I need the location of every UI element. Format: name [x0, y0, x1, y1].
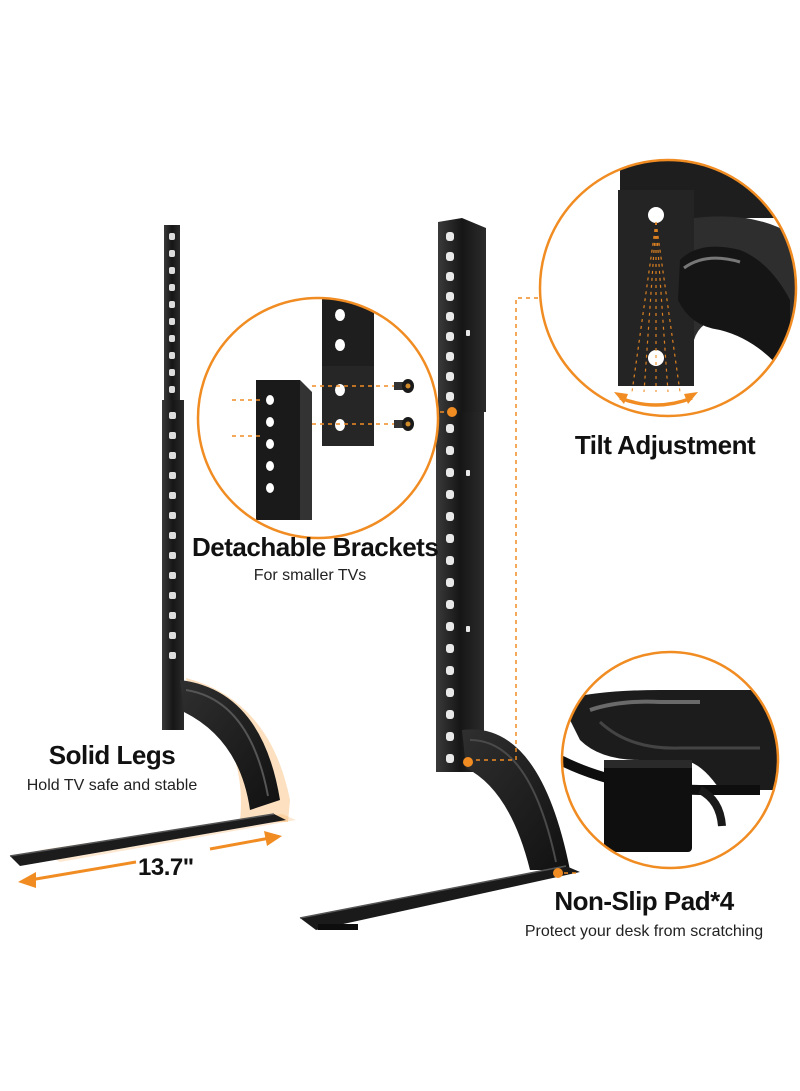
left-stand [9, 225, 296, 866]
detachable-brackets-subtitle: For smaller TVs [253, 567, 367, 584]
callout-dot-icon [553, 868, 563, 878]
solid-legs-subtitle: Hold TV safe and stable [26, 777, 198, 794]
non-slip-pad-callout [560, 650, 780, 870]
screw-icon [394, 379, 414, 393]
solid-legs-title: Solid Legs [48, 740, 176, 770]
depth-dimension-arrow [18, 831, 282, 888]
non-slip-pad-subtitle: Protect your desk from scratching [524, 923, 764, 940]
right-pole-holes [446, 232, 470, 763]
right-stand [299, 218, 580, 930]
callout-dot-icon [463, 757, 473, 767]
tilt-adjustment-label: Tilt Adjustment [560, 430, 770, 461]
tilt-arrow-icon [614, 392, 698, 407]
screw-icon [394, 417, 414, 431]
non-slip-pad-label: Non-Slip Pad*4 Protect your desk from sc… [508, 886, 780, 941]
callout-dot-icon [447, 407, 457, 417]
detachable-brackets-label: Detachable Brackets For smaller TVs [192, 532, 439, 585]
left-pole-holes [169, 233, 176, 659]
detachable-brackets-callout [196, 296, 440, 540]
tilt-adjustment-title: Tilt Adjustment [574, 430, 756, 460]
depth-dimension-label: 13.7" [138, 854, 194, 881]
solid-legs-label: Solid Legs Hold TV safe and stable [16, 740, 208, 795]
detachable-brackets-title: Detachable Brackets [192, 532, 439, 562]
tilt-adjustment-callout [538, 158, 798, 418]
non-slip-pad-title: Non-Slip Pad*4 [554, 886, 734, 916]
